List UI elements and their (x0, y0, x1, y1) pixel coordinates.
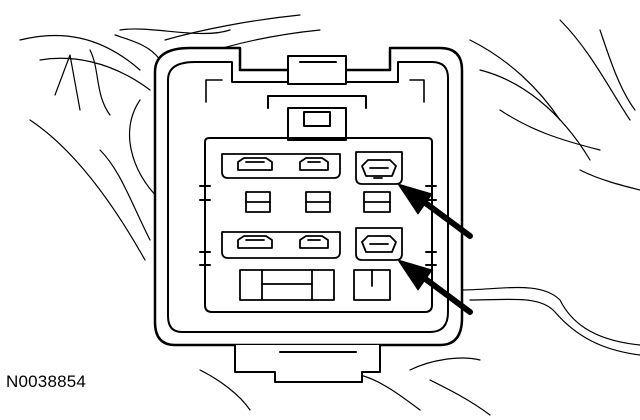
latch-body (287, 107, 347, 141)
housing-inner-outline (167, 61, 449, 333)
terminal-pins-middle (245, 191, 391, 213)
terminal-clip-5 (299, 235, 329, 249)
terminal-row-upper (221, 151, 403, 185)
housing-inner-step (205, 79, 425, 103)
arrow-upper (397, 183, 473, 239)
terminal-clip-4 (237, 235, 273, 249)
terminal-cavity-frame (199, 137, 437, 313)
figure-id-label: N0038854 (6, 372, 87, 391)
cavity-bottom-wide (239, 269, 335, 301)
terminal-row-lower (221, 227, 403, 261)
terminal-clip-1 (237, 157, 273, 171)
pointer-arrows (397, 183, 473, 315)
bottom-latch (234, 344, 381, 383)
terminal-clip-2 (299, 157, 329, 171)
hand-sketch-lines (19, 14, 640, 416)
arrow-lower (397, 259, 473, 315)
terminal-cavities-bottom (239, 269, 391, 301)
top-latch (267, 55, 367, 141)
latch-top-tab (287, 55, 347, 85)
